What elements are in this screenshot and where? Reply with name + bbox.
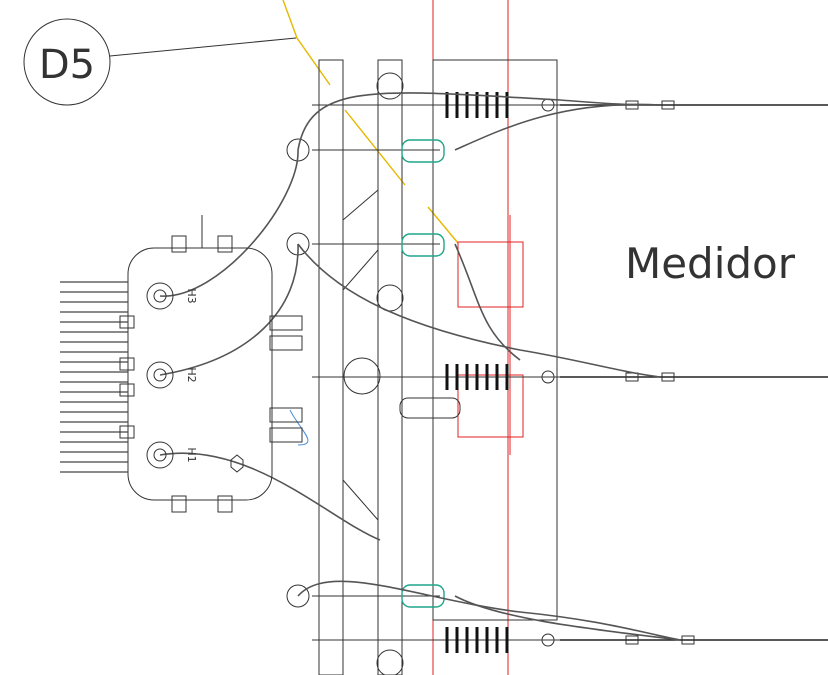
pin-insulator-mid <box>401 233 445 257</box>
bushing-h2 <box>146 361 174 389</box>
insulator-string-top <box>402 92 560 118</box>
red-meter-outline <box>457 241 524 438</box>
bushing-h1 <box>146 441 174 469</box>
callout-d5: D5 <box>23 18 297 106</box>
pin-insulators <box>401 139 445 608</box>
label-h1: H1 <box>185 447 198 462</box>
pin-insulator-top <box>401 139 445 163</box>
transformer: H3 H2 H1 <box>60 215 303 513</box>
callout-text: D5 <box>39 42 95 88</box>
bushing-h3 <box>146 282 174 310</box>
insulator-string-bottom <box>402 627 560 653</box>
label-h2: H2 <box>185 367 198 382</box>
pole-right <box>377 59 403 675</box>
yellow-line-2 <box>344 109 406 186</box>
meter-cabinet <box>432 59 558 621</box>
jumper-wires <box>159 92 681 641</box>
pole-left <box>318 59 344 675</box>
radiator-fins <box>60 281 128 473</box>
pin-insulator-bottom <box>401 584 445 608</box>
label-h3: H3 <box>185 288 198 303</box>
callout-leader <box>109 37 297 57</box>
transformer-tank <box>127 247 273 501</box>
suspension-insulators <box>402 92 560 653</box>
conductors <box>560 100 828 645</box>
insulator-string-mid <box>402 364 560 390</box>
yellow-line-1 <box>282 0 331 86</box>
meter-label: Medidor <box>625 239 796 288</box>
callout-circle <box>23 18 111 106</box>
